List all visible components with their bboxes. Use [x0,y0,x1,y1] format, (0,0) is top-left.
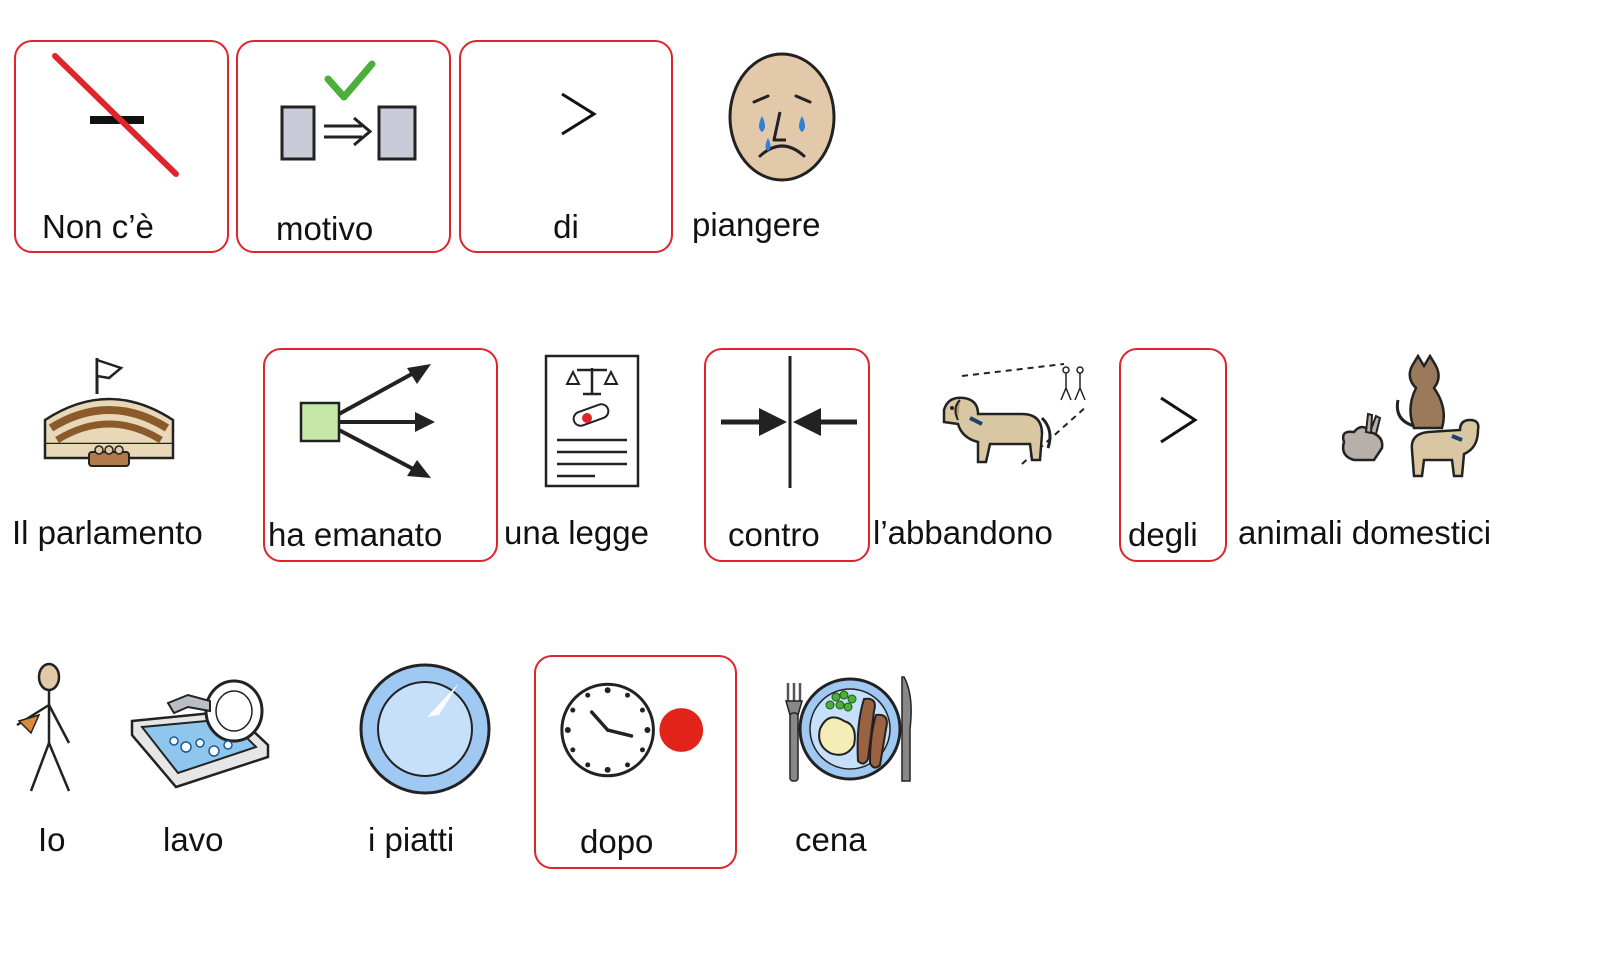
symbol-word: di [553,208,579,245]
symbol-card-una-legge[interactable]: una legge [500,348,690,561]
symbol-card-animali-domestici[interactable]: animali domestici [1234,348,1534,561]
symbol-card-io[interactable]: Io [5,655,105,868]
greater-than-icon [1121,350,1225,500]
issue-arrows-icon [265,350,496,500]
symbol-card-il-parlamento[interactable]: Il parlamento [5,348,235,561]
person-icon [5,655,105,805]
symbol-word: Io [38,821,66,858]
against-arrows-icon [706,350,868,500]
symbol-card-cena[interactable]: cena [765,655,930,868]
reason-arrow-icon [238,42,449,192]
symbol-word: piangere [692,206,821,243]
crossed-out-minus-icon [16,42,227,192]
symbol-word: Non c’è [42,208,154,245]
symbol-word: motivo [276,210,374,247]
dinner-plate-icon [765,655,930,805]
symbol-card-contro[interactable]: contro [704,348,870,562]
symbol-card-dopo[interactable]: dopo [534,655,737,869]
washing-dishes-icon [115,655,280,805]
symbol-card-piangere[interactable]: piangere [684,40,884,253]
symbol-word: contro [728,516,820,553]
symbol-word: lavo [163,821,224,858]
symbol-card-labbandono[interactable]: l’abbandono [872,348,1112,561]
symbol-card-lavo[interactable]: lavo [115,655,280,868]
clock-after-icon [536,657,735,807]
symbol-word: l’abbandono [873,514,1053,551]
symbol-card-degli[interactable]: degli [1119,348,1227,562]
symbol-word: ha emanato [268,516,443,553]
symbol-word: dopo [580,823,654,860]
symbol-word: una legge [504,514,649,551]
symbol-card-ha-emanato[interactable]: ha emanato [263,348,498,562]
greater-than-icon [461,42,671,192]
symbol-card-motivo[interactable]: motivo [236,40,451,253]
parliament-icon [5,348,205,498]
abandoned-dog-icon [872,348,1112,498]
law-document-icon [500,348,690,498]
symbol-word: i piatti [368,821,455,858]
symbol-word: cena [795,821,867,858]
symbol-card-di[interactable]: di [459,40,673,253]
plate-icon [340,655,505,805]
symbol-word: Il parlamento [12,514,203,551]
symbol-card-i-piatti[interactable]: i piatti [340,655,505,868]
symbol-word: degli [1128,516,1198,553]
crying-face-icon [684,40,884,200]
symbol-card-non-ce[interactable]: Non c’è [14,40,229,253]
pets-icon [1274,348,1494,498]
symbol-word: animali domestici [1238,514,1492,551]
